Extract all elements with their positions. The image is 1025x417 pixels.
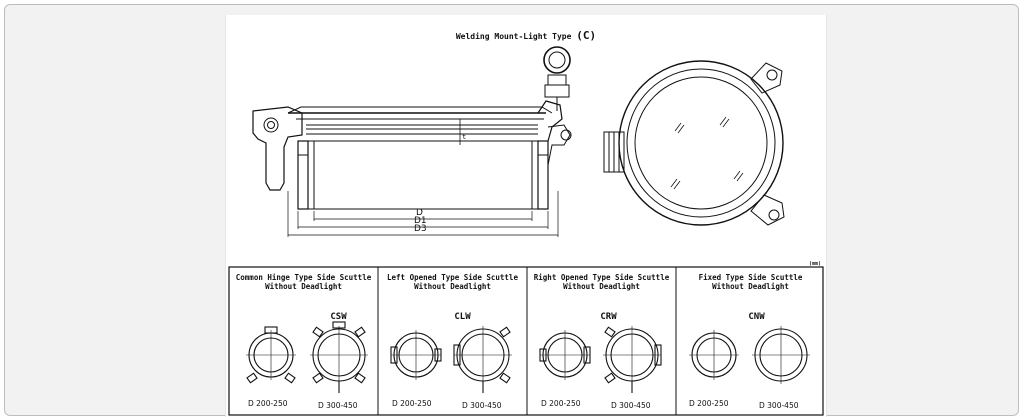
drawing-title-text: Welding Mount-Light Type <box>455 32 572 41</box>
range-cnw-large: D 300-450 <box>759 401 799 410</box>
icon-csw-large <box>310 321 368 393</box>
drawing-title-suffix: (C) <box>576 29 597 42</box>
title-line: Fixed Type Side Scuttle <box>698 273 803 282</box>
title-line: Without Deadlight <box>265 282 342 291</box>
code-clw: CLW <box>454 312 471 322</box>
table-title-3: Right Opened Type Side Scuttle Without D… <box>529 273 674 291</box>
front-view <box>603 60 785 226</box>
scuttle-icons <box>246 321 810 393</box>
technical-drawing <box>228 46 824 416</box>
icon-csw-small <box>246 326 296 384</box>
unit-label: (mm) <box>809 261 822 267</box>
dimension-d3-label: D3 <box>414 224 427 234</box>
code-crw: CRW <box>600 312 617 322</box>
table-title-1: Common Hinge Type Side Scuttle Without D… <box>231 273 376 291</box>
title-line: Left Opened Type Side Scuttle <box>387 273 518 282</box>
range-csw-large: D 300-450 <box>318 401 358 410</box>
drawing-sheet: Welding Mount-Light Type (C) <box>225 15 827 417</box>
table-title-2: Left Opened Type Side Scuttle Without De… <box>380 273 525 291</box>
range-clw-large: D 300-450 <box>462 401 502 410</box>
title-line: Common Hinge Type Side Scuttle <box>235 273 372 282</box>
dimension-d-label: D <box>416 208 423 218</box>
title-line: Without Deadlight <box>414 282 491 291</box>
range-csw-small: D 200-250 <box>248 399 288 408</box>
icon-cnw-large <box>752 326 810 384</box>
range-crw-large: D 300-450 <box>611 401 651 410</box>
code-csw: CSW <box>330 312 347 322</box>
section-view <box>252 46 572 237</box>
title-line: Without Deadlight <box>712 282 789 291</box>
range-clw-small: D 200-250 <box>392 399 432 408</box>
icon-crw-small <box>539 330 591 380</box>
code-cnw: CNW <box>748 312 765 322</box>
title-line: Right Opened Type Side Scuttle <box>533 273 670 282</box>
thickness-label: t <box>462 133 467 141</box>
icon-crw-large <box>603 326 662 393</box>
dimension-d1-label: D1 <box>414 216 427 226</box>
drawing-title: Welding Mount-Light Type (C) <box>226 29 826 42</box>
range-cnw-small: D 200-250 <box>689 399 729 408</box>
icon-clw-small <box>390 330 442 380</box>
icon-clw-large <box>453 326 512 393</box>
image-frame: Welding Mount-Light Type (C) <box>4 4 1019 417</box>
range-crw-small: D 200-250 <box>541 399 581 408</box>
table-title-4: Fixed Type Side Scuttle Without Deadligh… <box>678 273 823 291</box>
icon-cnw-small <box>689 330 739 380</box>
title-line: Without Deadlight <box>563 282 640 291</box>
